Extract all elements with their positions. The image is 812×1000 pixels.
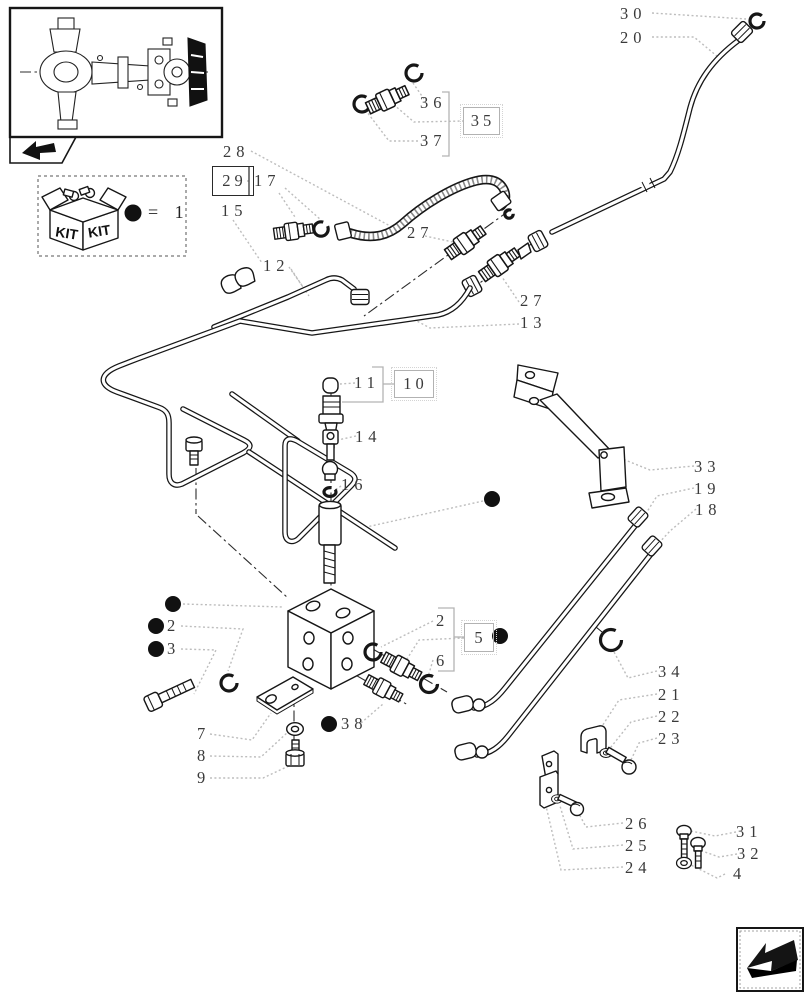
- kit-marker-dot: [124, 204, 142, 222]
- bolt-26: [557, 793, 585, 817]
- callout-30: 30: [620, 4, 647, 23]
- callout-38: 38: [341, 714, 368, 733]
- pipe-12: [211, 275, 370, 330]
- fitting-27a: [441, 221, 490, 264]
- callout-7: 7: [197, 724, 211, 743]
- callout-26: 26: [625, 814, 652, 833]
- kit-label-left: KIT: [54, 223, 79, 242]
- ring-clamp-34: [595, 626, 624, 653]
- bolt-23: [605, 746, 637, 775]
- callout-6: 6: [436, 651, 450, 670]
- o-ring-36: [404, 63, 424, 83]
- callout-14: 14: [355, 427, 382, 446]
- kit-legend-equation: = 1: [148, 202, 190, 222]
- callout-4: 4: [733, 864, 747, 883]
- kit-label-right: KIT: [87, 221, 112, 240]
- o-ring-2-left: [219, 673, 239, 693]
- callout-19: 19: [694, 479, 721, 498]
- bolt-32: [690, 836, 706, 869]
- callout-13: 13: [520, 313, 547, 332]
- axle-sketch: [20, 17, 208, 130]
- o-ring-30: [748, 12, 766, 30]
- callout-15: 15: [221, 201, 248, 220]
- hose-28: [272, 174, 515, 243]
- bolt-3: [143, 678, 196, 712]
- bolt-31: [676, 824, 692, 859]
- callout-20: 20: [620, 28, 647, 47]
- bolt-9: [285, 739, 305, 767]
- callout-32: 32: [737, 844, 764, 863]
- axle-thumbnail[interactable]: [8, 6, 224, 164]
- o-ring-6: [418, 673, 440, 695]
- callout-22: 22: [658, 707, 685, 726]
- callout-8: 8: [197, 746, 211, 765]
- kit-box-icon: KIT KIT: [41, 185, 127, 251]
- o-ring-2-right: [363, 642, 383, 662]
- callout-9: 9: [197, 768, 211, 787]
- callout-24: 24: [625, 858, 652, 877]
- fitting-38: [361, 671, 406, 707]
- loop-bolt: [185, 436, 203, 466]
- next-section-arrow-icon[interactable]: [747, 940, 798, 971]
- callout-12: 12: [263, 256, 290, 275]
- callout-3: 3: [167, 639, 181, 658]
- callout-31: 31: [736, 822, 763, 841]
- callout-29: 29: [212, 166, 254, 196]
- callout-27a: 27: [407, 223, 434, 242]
- callout-2-right: 2: [436, 611, 450, 630]
- washer-4: [675, 856, 693, 870]
- fitting-chain-27b: [460, 228, 550, 299]
- callout-23: 23: [658, 729, 685, 748]
- callout-17: 17: [254, 171, 281, 190]
- bracket-33: [513, 364, 630, 509]
- callout-36: 36: [420, 93, 447, 112]
- callout-5: 5: [461, 620, 497, 655]
- callout-2-left: 2: [167, 616, 181, 635]
- pipe-20: [549, 12, 766, 235]
- callout-11: 11: [354, 373, 380, 392]
- o-ring-17: [312, 220, 330, 238]
- callout-33: 33: [694, 457, 721, 476]
- washer-8: [286, 722, 304, 736]
- valve-block: [287, 588, 375, 690]
- kit-marker-dots: [148, 491, 508, 732]
- hose-19: [451, 505, 650, 714]
- fitting-5: [378, 648, 425, 685]
- valve-stem-assembly: [318, 377, 344, 584]
- callout-25: 25: [625, 836, 652, 855]
- callout-37: 37: [420, 131, 447, 150]
- kit-legend: KIT KIT: [37, 175, 187, 257]
- pipe-13: [100, 285, 473, 551]
- callout-10: 10: [391, 367, 437, 401]
- fitting-35-group: [352, 63, 424, 118]
- callout-34: 34: [658, 662, 685, 681]
- leader-lines: [180, 12, 747, 879]
- callout-28: 28: [223, 142, 250, 161]
- next-section-arrow[interactable]: [736, 927, 804, 992]
- hose-18: [454, 534, 664, 761]
- callout-27b: 27: [520, 291, 547, 310]
- clamp-15: [220, 267, 256, 294]
- callout-16: 16: [341, 475, 368, 494]
- prev-section-arrow-icon[interactable]: [22, 141, 56, 160]
- callout-18: 18: [695, 500, 722, 519]
- callout-21: 21: [658, 685, 685, 704]
- callout-35: 35: [460, 104, 503, 138]
- bracket-7: [256, 676, 314, 715]
